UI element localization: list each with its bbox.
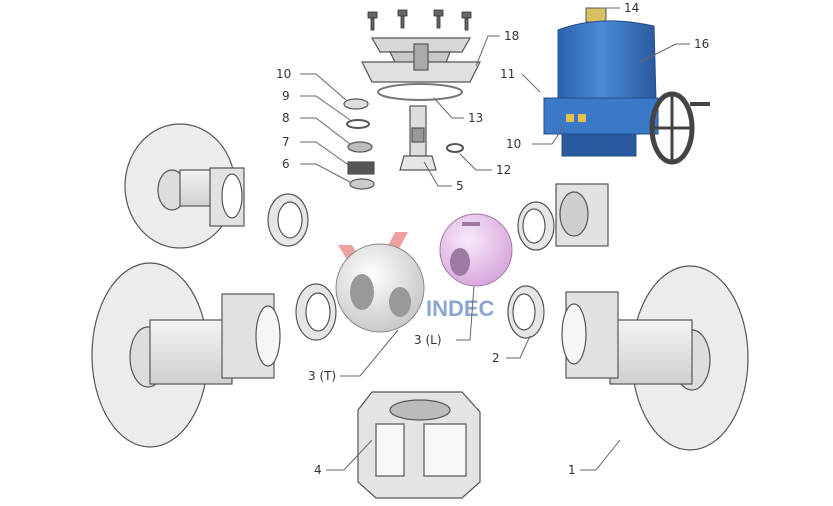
valve-stem bbox=[399, 105, 437, 171]
seat-ring-lower-right bbox=[507, 285, 545, 339]
callout-labels: 14 16 18 10 9 8 7 6 13 12 5 11 10 3 (T) … bbox=[276, 1, 709, 477]
callout-11: 10 bbox=[506, 137, 521, 151]
handwheel bbox=[649, 91, 710, 165]
seat-ring-upper-left bbox=[267, 193, 309, 247]
electric-actuator bbox=[543, 7, 659, 157]
callout-3t: 3 (T) bbox=[308, 369, 336, 383]
small-o-ring bbox=[446, 143, 464, 153]
top-bolts bbox=[367, 9, 472, 31]
callout-5: 5 bbox=[456, 179, 464, 193]
callout-9: 9 bbox=[282, 89, 290, 103]
callout-13: 12 bbox=[496, 163, 511, 177]
gasket-ring bbox=[377, 83, 463, 101]
callout-10: 10 bbox=[276, 67, 291, 81]
flange-top-left bbox=[124, 123, 245, 249]
callout-7: 7 bbox=[282, 135, 290, 149]
valve-body-cube bbox=[357, 391, 481, 499]
callout-15: 14 bbox=[624, 1, 639, 15]
callout-16: 16 bbox=[694, 37, 709, 51]
callout-1: 1 bbox=[568, 463, 576, 477]
callout-2: 2 bbox=[492, 351, 500, 365]
flange-right bbox=[561, 265, 749, 451]
callout-8: 8 bbox=[282, 111, 290, 125]
callout-4: 4 bbox=[314, 463, 322, 477]
seat-ring-upper-right bbox=[517, 201, 555, 251]
nozzle-top-right bbox=[555, 183, 609, 247]
callout-14: 13 bbox=[468, 111, 483, 125]
callout-6: 6 bbox=[282, 157, 290, 171]
callout-18: 18 bbox=[504, 29, 519, 43]
watermark-text: INDEC bbox=[426, 296, 495, 321]
stem-seal-stack bbox=[343, 98, 375, 190]
callout-12: 11 bbox=[500, 67, 515, 81]
ball-l-port bbox=[439, 213, 513, 287]
seat-ring-lower-left bbox=[295, 283, 337, 341]
callout-3l: 3 (L) bbox=[414, 333, 442, 347]
ball-t-port bbox=[335, 243, 425, 333]
flange-left bbox=[91, 262, 281, 448]
mounting-bracket bbox=[361, 37, 481, 83]
leader-lines bbox=[300, 7, 690, 471]
